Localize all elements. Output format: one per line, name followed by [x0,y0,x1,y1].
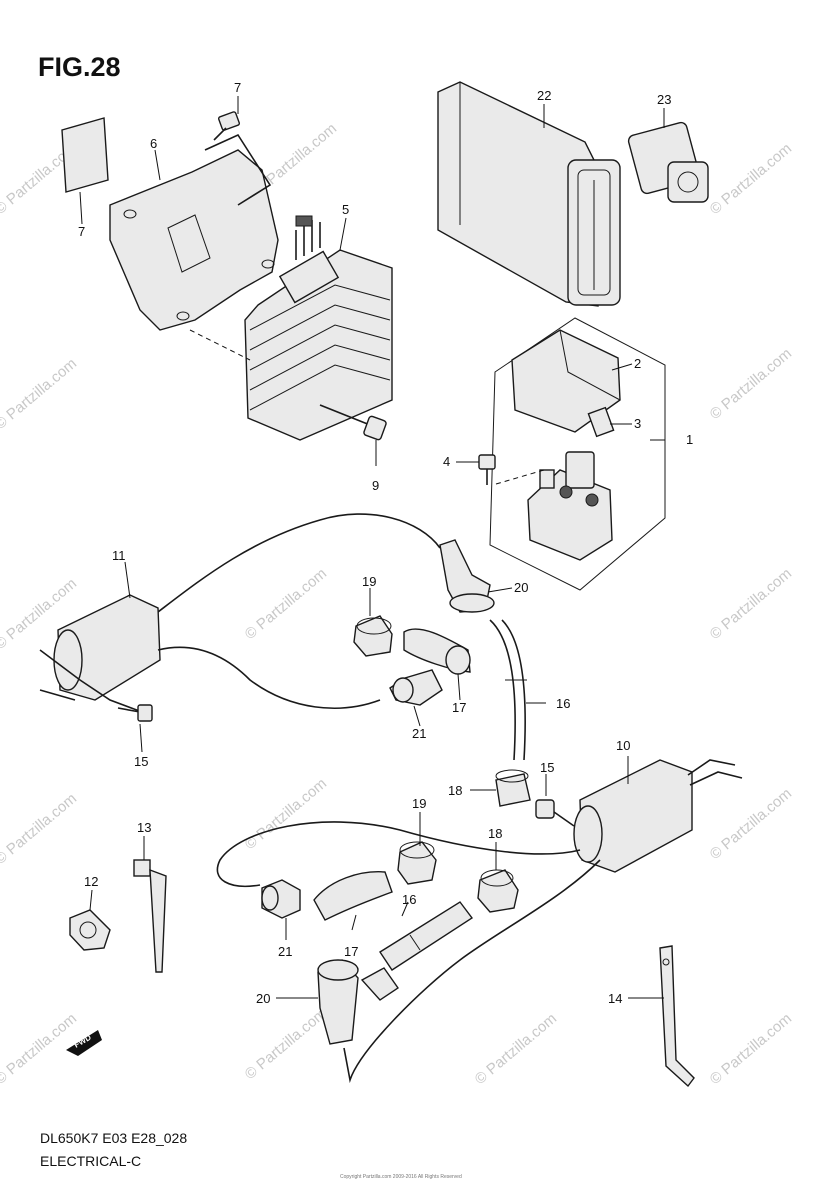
watermark-text: © Partzilla.com [707,140,795,218]
part-screw-8 [213,111,240,141]
watermark-text: © Partzilla.com [242,775,330,853]
part-plug-cap-20-upper [439,539,495,613]
callout-21-lower: 21 [278,944,292,959]
part-bolt-15-upper [117,704,153,722]
callout-labels: 22 23 7 6 7 5 2 3 1 4 9 11 19 20 17 21 1… [78,80,693,1006]
callout-17-lower: 17 [344,944,358,959]
watermark-text: © Partzilla.com [0,790,80,868]
part-label-sticker [61,117,109,193]
part-bolt-9 [319,404,387,441]
watermark-text: © Partzilla.com [707,1010,795,1088]
watermark-text: © Partzilla.com [472,1010,560,1088]
part-ignition-coil-11 [39,594,161,713]
figure-title: FIG.28 [38,52,121,82]
part-cap-19-upper [353,615,393,657]
callout-12: 12 [84,874,98,889]
callout-16-lower: 16 [402,892,416,907]
callout-18-lower: 18 [488,826,502,841]
watermark-text: © Partzilla.com [242,1005,330,1083]
copyright-notice: Copyright Partzilla.com 2009-2016 All Ri… [340,1174,462,1180]
part-strap-14 [659,945,695,1088]
watermark-text: © Partzilla.com [707,565,795,643]
part-plug-cap-20-lower [317,959,399,1045]
callout-11: 11 [112,548,126,563]
part-bracket-plate [109,133,279,331]
callout-1: 1 [686,432,693,447]
assembly-guide-lines [189,329,545,485]
callout-18-upper: 18 [448,783,462,798]
leader-lines [79,96,665,999]
callout-19-lower: 19 [412,796,426,811]
part-ignition-coil-10 [573,759,743,873]
part-cord-16-upper [489,619,527,761]
part-grommet-21-lower [261,879,301,919]
callout-13: 13 [137,820,151,835]
part-bolt-15-lower [535,799,575,827]
model-code: DL650K7 E03 E28_028 [40,1130,188,1146]
part-connector-23 [627,121,709,203]
callout-6: 6 [150,136,157,151]
callout-15-lower: 15 [540,760,554,775]
part-starter-relay-assembly [478,317,666,591]
callout-9: 9 [372,478,379,493]
part-high-tension-cord-lower [216,821,601,1084]
callout-22: 22 [537,88,551,103]
part-cable-tie-13 [133,859,167,973]
part-boot-17-lower [313,871,393,921]
part-seal-18-upper [495,769,531,807]
callout-19-upper: 19 [362,574,376,589]
callout-7: 7 [78,224,85,239]
callout-14: 14 [608,991,622,1006]
watermark-text: © Partzilla.com [707,345,795,423]
part-cord-16-lower [379,901,474,971]
part-grommet-21-upper [389,669,443,706]
callout-17-upper: 17 [452,700,466,715]
callout-21-upper: 21 [412,726,426,741]
callout-15-upper: 15 [134,754,148,769]
part-boot-17-upper [403,628,471,675]
callout-5: 5 [342,202,349,217]
callout-3: 3 [634,416,641,431]
part-cap-19-lower [397,841,437,885]
callout-10: 10 [616,738,630,753]
part-ecm-unit [437,81,621,307]
callout-20-upper: 20 [514,580,528,595]
part-seal-18-lower [477,869,519,913]
watermark-text: © Partzilla.com [242,565,330,643]
watermark-text: © Partzilla.com [0,355,80,433]
part-clamp-12 [69,909,111,951]
callout-16-upper: 16 [556,696,570,711]
part-high-tension-cord-upper [157,513,441,709]
section-name: ELECTRICAL-C [40,1153,142,1169]
fwd-arrow-icon: FWD [66,1030,102,1056]
callout-23: 23 [657,92,671,107]
callout-2: 2 [634,356,641,371]
callout-8: 7 [234,80,241,95]
watermark-text: © Partzilla.com [707,785,795,863]
part-regulator-rectifier [244,215,393,441]
callout-4: 4 [443,454,450,469]
callout-20-lower: 20 [256,991,270,1006]
